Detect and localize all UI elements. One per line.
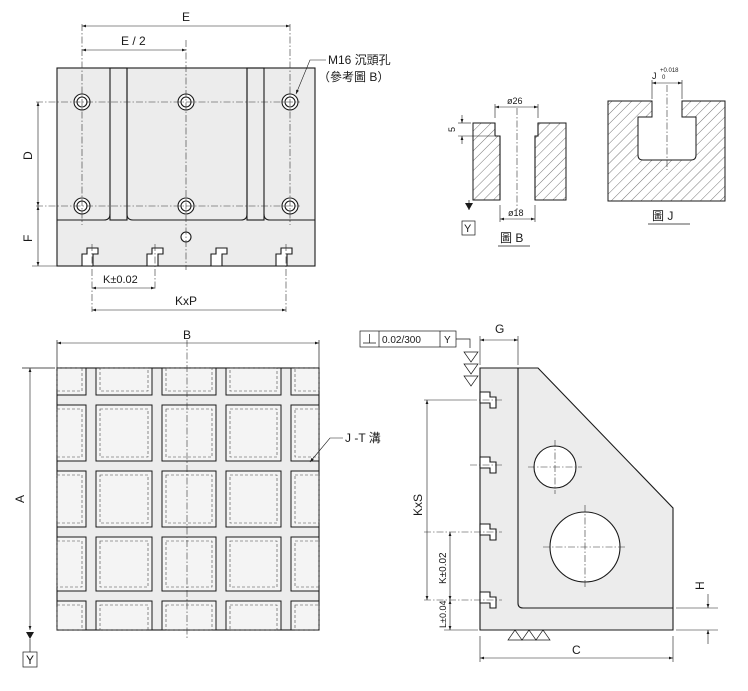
- dim-C: C: [572, 643, 581, 657]
- datum-box-B: [461, 220, 476, 236]
- figure-b: Y ø26 5 ø18 圖 B: [447, 96, 567, 247]
- hidden-slot-line: [165, 540, 213, 588]
- dim-dia-18: ø18: [508, 208, 524, 218]
- counterbore-note-2: （參考圖 B）: [318, 69, 389, 84]
- fig-B-title: 圖 B: [500, 231, 523, 245]
- datum-triangle-icon: [26, 632, 34, 639]
- hidden-slot-line: [165, 408, 213, 458]
- dim-B: B: [183, 328, 191, 342]
- dim-KxS: KxS: [411, 494, 425, 516]
- hidden-slot-line: [294, 604, 320, 631]
- grid-cell: [225, 600, 282, 631]
- grid-cell: [95, 404, 153, 462]
- hidden-slot-line: [56, 540, 83, 588]
- figure-j: J +0.018 0 圖 J: [607, 68, 726, 225]
- dim-L-tol: L±0.04: [438, 601, 448, 628]
- grid-cell: [225, 470, 282, 528]
- grid-cell: [161, 600, 217, 631]
- hidden-slot-line: [165, 367, 213, 392]
- base-edge: [57, 213, 315, 221]
- datum-triangle-icon: [465, 203, 473, 210]
- hidden-slot-line: [56, 408, 83, 458]
- hidden-slot-line: [99, 604, 149, 631]
- hidden-slot-line: [99, 367, 149, 392]
- dim-K-tol-side: K±0.02: [438, 552, 449, 584]
- grid-cell: [95, 470, 153, 528]
- hidden-slot-line: [99, 540, 149, 588]
- side-view: 0.02/300 Y G KxS K±0.02 L±0.04 H C: [359, 322, 718, 662]
- grid-cell: [95, 536, 153, 592]
- hidden-slot-line: [165, 604, 213, 631]
- counterbore-note-1: M16 沉頭孔: [328, 53, 391, 67]
- hidden-slot-line: [229, 604, 278, 631]
- dim-E-half: E / 2: [121, 34, 146, 48]
- flatness-datum: Y: [444, 335, 451, 346]
- grid-cell: [161, 470, 217, 528]
- grid-cell: [290, 404, 320, 462]
- dim-H: H: [693, 581, 707, 590]
- grid-cell: [56, 600, 87, 631]
- flatness-value: 0.02/300: [382, 335, 421, 346]
- perpendicularity-symbol: [363, 334, 376, 344]
- top-t-slots: [81, 247, 293, 267]
- dim-K-tol: K±0.02: [103, 274, 138, 286]
- grid-cell: [290, 600, 320, 631]
- t-slot-label: J -T 溝: [345, 431, 381, 445]
- datum-Y-B: Y: [464, 223, 472, 235]
- J-tol-lower: 0: [662, 75, 666, 81]
- top-view: E E / 2 M16 沉頭孔 （參考圖 B） D F K±0.02 KxP: [21, 10, 391, 312]
- center-pocket: [126, 68, 248, 221]
- dim-A: A: [13, 495, 27, 503]
- grid-cell: [56, 536, 87, 592]
- hidden-slot-line: [294, 474, 320, 524]
- hidden-slot-line: [229, 540, 278, 588]
- dim-D: D: [21, 151, 35, 160]
- hidden-slot-line: [294, 367, 320, 392]
- datum-Y-bottom: Y: [26, 653, 34, 667]
- grid-cell: [161, 536, 217, 592]
- surface-finish-triangles-icon: [463, 351, 551, 641]
- perpendicularity-frame: 0.02/300 Y: [359, 330, 471, 348]
- hidden-slot-line: [99, 474, 149, 524]
- hidden-slot-line: [294, 408, 320, 458]
- t-slot-grid: [56, 367, 320, 631]
- hidden-slot-line: [229, 474, 278, 524]
- J-tol-upper: +0.018: [660, 68, 679, 74]
- hidden-slot-line: [294, 540, 320, 588]
- grid-cell: [225, 536, 282, 592]
- dim-F: F: [21, 235, 35, 242]
- hidden-slot-line: [99, 408, 149, 458]
- dim-dia-26: ø26: [507, 96, 523, 106]
- grid-cell: [161, 367, 217, 396]
- grid-cell: [225, 404, 282, 462]
- grid-cell: [225, 367, 282, 396]
- dim-G: G: [495, 322, 504, 336]
- grid-cell: [95, 600, 153, 631]
- hidden-slot-line: [165, 474, 213, 524]
- hidden-slot-line: [56, 474, 83, 524]
- dim-depth-5: 5: [447, 127, 457, 132]
- front-view: Y B A J -T 溝: [13, 328, 381, 668]
- grid-cell: [56, 404, 87, 462]
- grid-cell: [56, 367, 87, 396]
- J-letter: J: [652, 71, 657, 81]
- grid-cell: [290, 470, 320, 528]
- hidden-slot-line: [56, 367, 83, 392]
- hidden-slot-line: [56, 604, 83, 631]
- dim-KxP: KxP: [175, 294, 197, 308]
- grid-cell: [290, 536, 320, 592]
- datum-box-Y: [22, 651, 38, 668]
- inner-edge: [517, 368, 673, 609]
- grid-cell: [95, 367, 153, 396]
- dim-E: E: [182, 10, 190, 24]
- grid-cell: [56, 470, 87, 528]
- fig-J-title: 圖 J: [652, 209, 673, 223]
- grid-cell: [161, 404, 217, 462]
- hidden-slot-line: [229, 408, 278, 458]
- side-view-outline: [479, 367, 674, 631]
